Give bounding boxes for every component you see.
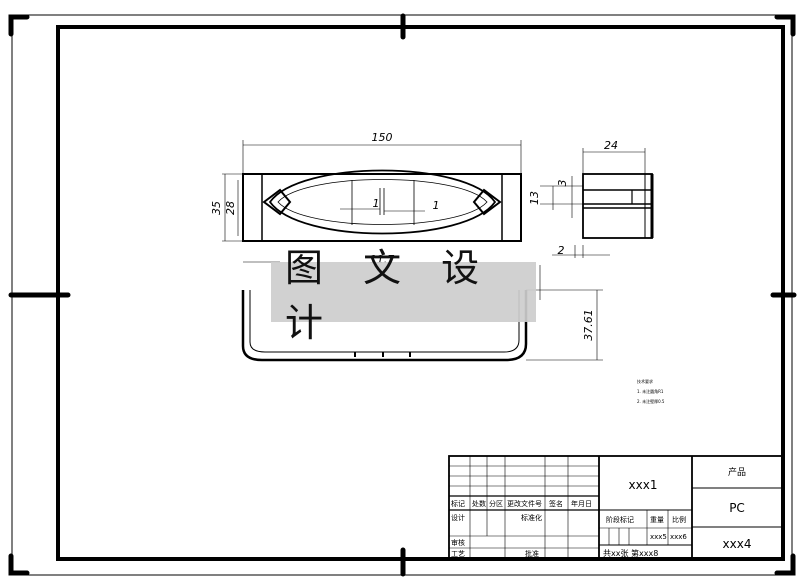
tb-product: 产品: [728, 466, 746, 478]
side-view: [582, 173, 654, 239]
dim-side-2: 2: [558, 244, 565, 257]
dim-overall-height: 35: [210, 201, 223, 215]
tb-label-standardize: 标准化: [521, 513, 542, 522]
tb-label-process: 工艺: [451, 550, 465, 558]
tb-label-mark: 标记: [451, 499, 465, 508]
dim-inner-height: 28: [224, 201, 237, 215]
notes-line-1: 1. 未注圆角R1: [637, 388, 664, 394]
dim-side-3: 3: [556, 180, 569, 187]
tb-label-zone: 分区: [489, 499, 503, 508]
tb-label-scale: 比例: [672, 515, 686, 524]
dim-slot-right: 1: [433, 199, 440, 212]
centering-marks: [8, 13, 797, 577]
title-block-grid: [448, 455, 784, 560]
watermark-banner: 图 文 设 计: [271, 246, 536, 345]
bottom-view-dimensions: [243, 261, 603, 361]
dim-side-width: 24: [604, 139, 618, 152]
side-view-dimensions: [540, 148, 646, 258]
notes-line-2: 2. 未注壁厚0.5: [637, 398, 665, 404]
tb-drawing-name: xxx1: [629, 478, 658, 492]
tb-label-count: 处数: [472, 499, 486, 508]
notes-title: 技术要求: [637, 378, 653, 384]
tb-sheet-text: 共xx张 第xxx8: [603, 548, 658, 558]
tb-material: PC: [729, 501, 745, 515]
corner-marks: [8, 14, 796, 576]
front-view: [242, 169, 522, 242]
tb-weight-value: xxx5: [650, 533, 667, 541]
tb-company: xxx4: [723, 537, 752, 551]
bottom-view: [241, 290, 528, 362]
tb-label-change-doc: 更改文件号: [507, 499, 542, 508]
dim-slot-left: 1: [373, 197, 380, 210]
tb-label-signature: 签名: [549, 499, 563, 508]
tb-label-design: 设计: [451, 513, 465, 522]
tb-scale-value: xxx6: [670, 533, 687, 541]
dim-overall-length: 150: [372, 131, 393, 144]
dim-side-13: 13: [528, 191, 541, 205]
tb-label-approve: 批准: [525, 549, 539, 558]
front-view-dimensions: [222, 140, 522, 242]
tb-label-weight: 重量: [650, 516, 664, 524]
tb-label-review: 审核: [451, 538, 465, 547]
dim-bottom-height: 37.61: [582, 309, 595, 341]
tb-label-date: 年月日: [571, 499, 592, 508]
watermark-text: 图 文 设 计: [285, 246, 494, 345]
tb-label-stage-mark: 阶段标记: [606, 515, 634, 524]
